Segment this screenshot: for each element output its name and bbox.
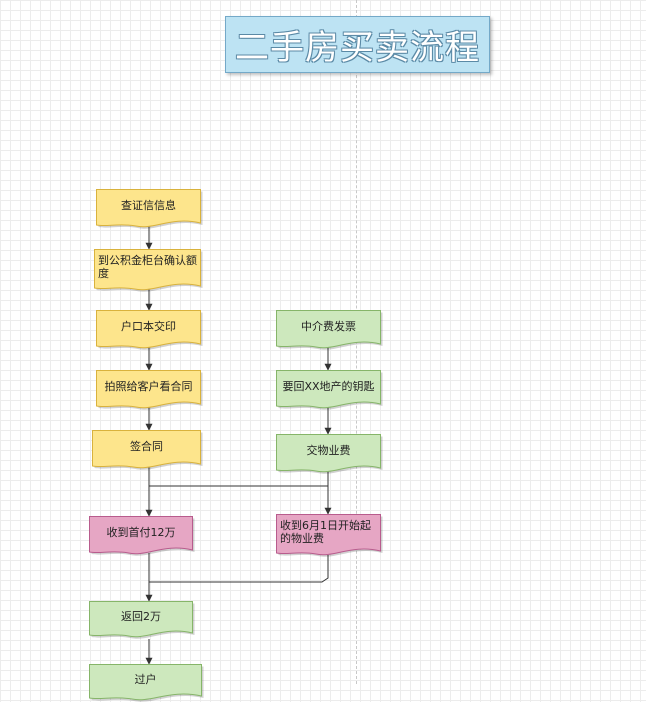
node-label: 返回2万 bbox=[121, 610, 161, 623]
node-shape bbox=[96, 310, 203, 350]
node-label: 收到6月1日开始起的物业费 bbox=[280, 519, 371, 545]
node-check-credit[interactable]: 查证信信息 bbox=[96, 189, 203, 229]
node-body bbox=[276, 434, 381, 473]
node-fund-quota[interactable]: 到公积金柜台确认额度 bbox=[94, 249, 203, 292]
node-transfer[interactable]: 过户 bbox=[89, 664, 204, 702]
node-shape bbox=[96, 189, 203, 229]
node-body bbox=[276, 310, 381, 349]
node-body bbox=[96, 189, 201, 228]
node-body bbox=[94, 249, 201, 291]
node-hukou[interactable]: 户口本交印 bbox=[96, 310, 203, 350]
node-body bbox=[89, 601, 193, 638]
node-shape bbox=[92, 430, 203, 470]
node-get-keys[interactable]: 要回XX地产的钥匙 bbox=[276, 370, 383, 410]
node-agency-invoice[interactable]: 中介费发票 bbox=[276, 310, 383, 350]
diagram-canvas: 二手房买卖流程 查证信信息 到公积金柜台确认额度 户口本交印 拍照给客户看合同 … bbox=[89, 0, 490, 702]
node-shape bbox=[89, 601, 195, 639]
node-photo-contract[interactable]: 拍照给客户看合同 bbox=[96, 370, 203, 410]
node-shape bbox=[276, 514, 383, 557]
node-shape bbox=[276, 370, 383, 410]
node-label: 交物业费 bbox=[306, 444, 351, 457]
node-body bbox=[92, 430, 201, 469]
diagram-title-box[interactable]: 二手房买卖流程 bbox=[225, 16, 490, 73]
node-label: 到公积金柜台确认额度 bbox=[98, 254, 197, 280]
node-shape bbox=[276, 310, 383, 350]
node-shape bbox=[276, 434, 383, 474]
node-label: 拍照给客户看合同 bbox=[104, 380, 193, 393]
node-label: 要回XX地产的钥匙 bbox=[282, 380, 375, 393]
node-body bbox=[276, 514, 381, 556]
node-property-fee-from[interactable]: 收到6月1日开始起的物业费 bbox=[276, 514, 383, 557]
node-body bbox=[276, 370, 381, 409]
node-label: 收到首付12万 bbox=[106, 526, 176, 539]
node-label: 中介费发票 bbox=[301, 320, 356, 333]
diagram-title: 二手房买卖流程 bbox=[235, 28, 480, 68]
node-sign-contract[interactable]: 签合同 bbox=[92, 430, 203, 470]
node-label: 签合同 bbox=[130, 440, 163, 453]
node-shape bbox=[96, 370, 203, 410]
node-label: 户口本交印 bbox=[121, 320, 176, 333]
node-body bbox=[96, 310, 201, 349]
node-label: 过户 bbox=[134, 673, 157, 686]
node-pay-property-fee[interactable]: 交物业费 bbox=[276, 434, 383, 474]
connector-merge-lower bbox=[149, 555, 329, 583]
node-body bbox=[89, 516, 193, 555]
node-body bbox=[96, 370, 201, 409]
connector-layer bbox=[145, 226, 332, 665]
node-label: 查证信信息 bbox=[121, 199, 176, 212]
node-refund[interactable]: 返回2万 bbox=[89, 601, 195, 639]
node-shape bbox=[94, 249, 203, 292]
node-shape bbox=[89, 516, 195, 556]
node-down-payment[interactable]: 收到首付12万 bbox=[89, 516, 195, 556]
